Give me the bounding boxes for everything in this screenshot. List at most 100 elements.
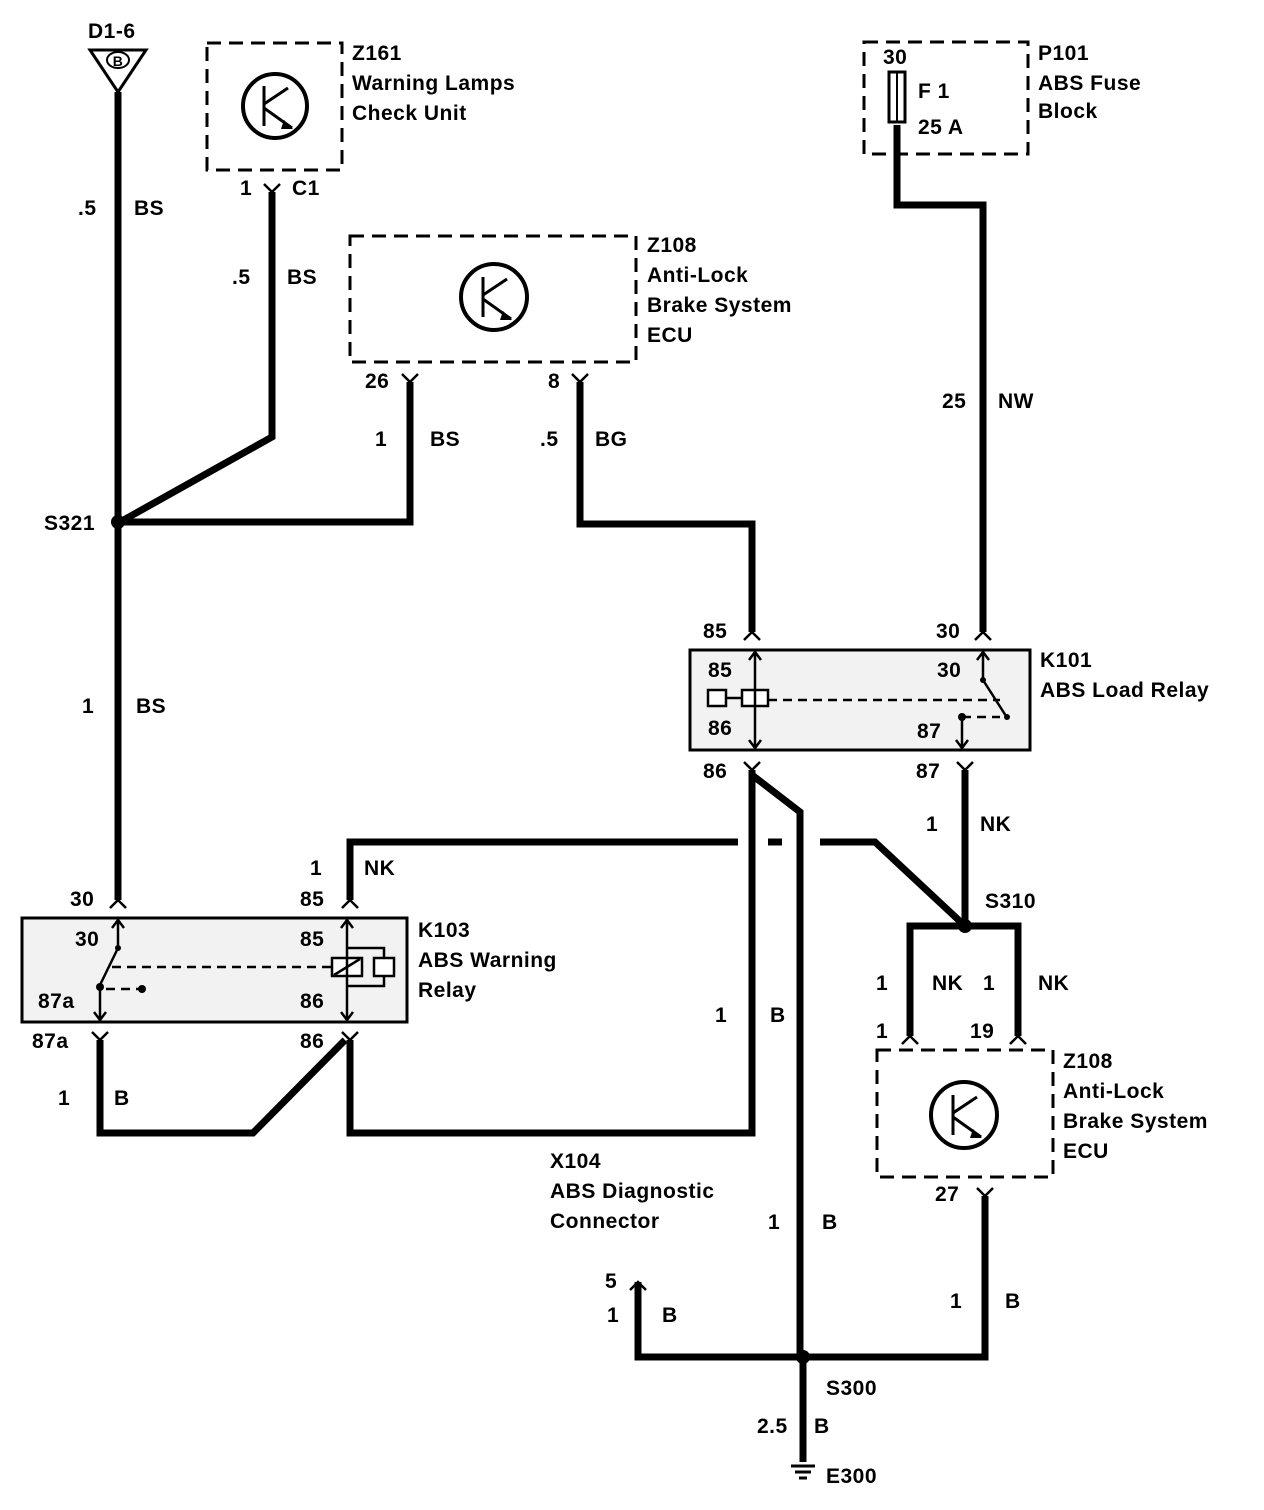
relay-id: K101 <box>1040 649 1092 672</box>
terminal-mark <box>629 1280 647 1291</box>
module-name-line3: ECU <box>1063 1140 1109 1163</box>
splice-s300-label: S300 <box>826 1377 877 1400</box>
wire-size: 1 <box>926 813 938 836</box>
wire-color: B <box>814 1415 830 1438</box>
wire-k103-87a-to-86 <box>96 1037 348 1137</box>
relay-id: K103 <box>418 919 470 942</box>
terminal-mark <box>91 1031 109 1042</box>
wire-k103-86-to-k101-86 <box>346 770 756 1137</box>
contact-out <box>955 717 969 751</box>
switch-arm-icon <box>98 947 120 986</box>
wire-color: BS <box>430 428 460 451</box>
wire-size: 1 <box>607 1304 619 1327</box>
relay-int-pin: 85 <box>300 928 324 951</box>
pin-label: 5 <box>605 1270 617 1293</box>
terminal-mark <box>341 898 359 909</box>
connector-d16: B D1-6 <box>87 20 149 95</box>
terminal-mark <box>974 630 992 641</box>
wire-x104-z108-27-to-s300 <box>634 1196 989 1361</box>
connector-id: X104 <box>550 1150 601 1173</box>
fuse-block-outline <box>862 40 1030 156</box>
relay-ext-pin: 86 <box>300 1030 324 1053</box>
switch-arm-icon <box>981 679 1008 717</box>
terminal-mark <box>1009 1034 1027 1045</box>
connector-x104: X104 ABS Diagnostic Connector 5 <box>550 1150 715 1293</box>
module-name-line1: Anti-Lock <box>1063 1080 1164 1103</box>
pin-label: 19 <box>970 1020 994 1043</box>
relay-name-line1: ABS Warning <box>418 949 557 972</box>
terminal-mark <box>401 373 419 384</box>
contact-dot <box>1004 714 1010 720</box>
relay-int-pin: 30 <box>75 928 99 951</box>
splice-s310-dot <box>958 919 972 933</box>
terminal-mark <box>263 183 281 194</box>
wires <box>96 92 1022 1462</box>
wire-color: B <box>1005 1290 1021 1313</box>
contact-out <box>93 987 107 1023</box>
wire-color: BS <box>287 266 317 289</box>
wire-size: .5 <box>540 428 559 451</box>
module-id: Z108 <box>1063 1050 1113 1073</box>
transistor-icon <box>241 72 309 140</box>
contact-feed <box>976 649 990 680</box>
ground-id: E300 <box>826 1465 877 1488</box>
contact-dot <box>980 677 986 683</box>
transistor-arrow-icon <box>281 120 293 129</box>
module-z108-bottom: Z108 Anti-Lock Brake System ECU 1 19 27 <box>875 1020 1207 1206</box>
coil-icon <box>372 956 396 978</box>
wire-size: 1 <box>310 857 322 880</box>
connector-label: C1 <box>292 177 320 200</box>
ground-icon <box>791 1464 815 1480</box>
connector-id: D1-6 <box>88 20 136 43</box>
splice-s321-label: S321 <box>44 512 95 535</box>
relay-name: ABS Load Relay <box>1040 679 1209 702</box>
wire-color: NK <box>932 972 963 995</box>
wire-z108-26-to-s321 <box>120 382 414 526</box>
relay-int-pin: 85 <box>708 659 732 682</box>
wire-size: 25 <box>942 390 966 413</box>
relay-ext-pin: 86 <box>703 760 727 783</box>
pin-label: 1 <box>876 1020 888 1043</box>
terminal-mark <box>743 630 761 641</box>
pin-label: 27 <box>935 1183 959 1206</box>
fuse-block-id: P101 <box>1038 42 1089 65</box>
relay-ext-pin: 87a <box>32 1030 69 1053</box>
connector-letter: B <box>113 53 124 69</box>
module-name-line1: Anti-Lock <box>647 264 748 287</box>
wire-size: 1 <box>58 1087 70 1110</box>
wire-color: B <box>114 1087 130 1110</box>
module-id: Z108 <box>647 234 697 257</box>
relay-int-pin: 86 <box>300 990 324 1013</box>
wire-color: NK <box>364 857 395 880</box>
terminal-mark <box>976 1187 994 1198</box>
connector-name-line1: ABS Diagnostic <box>550 1180 715 1203</box>
fuse-pin: 30 <box>883 46 907 69</box>
wire-s310-to-z108-19 <box>965 922 1022 1036</box>
wire-color: B <box>822 1211 838 1234</box>
wire-k101-86-to-s300 <box>749 772 804 1357</box>
transistor-icon <box>459 262 529 332</box>
transistor-arrow-icon <box>500 311 512 320</box>
relay-ext-pin: 87 <box>916 760 940 783</box>
transistor-symbol <box>481 277 512 321</box>
pin-label: 1 <box>240 177 252 200</box>
wire-color: BS <box>136 695 166 718</box>
relay-ext-pin: 85 <box>703 620 727 643</box>
coil-feed <box>748 649 762 751</box>
wire-z108-8-to-k101-85 <box>576 382 756 632</box>
terminal-mark <box>956 761 974 772</box>
splice-s300-dot <box>796 1350 810 1364</box>
wire-size: 2.5 <box>757 1415 788 1438</box>
transistor-arrow-icon <box>970 1129 982 1138</box>
terminal-mark <box>571 373 589 384</box>
transistor-symbol <box>951 1095 982 1139</box>
connector-name-line2: Connector <box>550 1210 660 1233</box>
fuse-block-p101: 30 F 1 25 A P101 ABS Fuse Block <box>862 40 1141 156</box>
pin-label: 26 <box>365 370 389 393</box>
coil-feed <box>340 917 354 1023</box>
fuse-rating: 25 A <box>918 116 964 139</box>
relay-ext-pin: 85 <box>300 888 324 911</box>
module-name-line1: Warning Lamps <box>352 72 515 95</box>
connector-letter-oval <box>106 51 130 69</box>
